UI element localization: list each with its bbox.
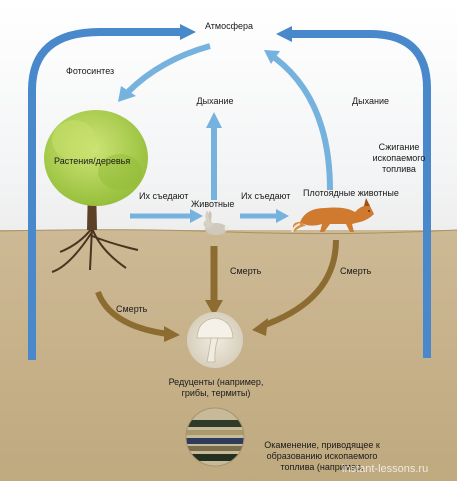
predator-respiration-arrow xyxy=(264,50,333,191)
eaten-label-2: Их съедают xyxy=(241,191,291,201)
animal-respiration-arrow xyxy=(206,112,222,200)
watermark: instant-lessons.ru xyxy=(342,463,429,475)
death-arrow-predators xyxy=(252,239,339,336)
tree-illustration xyxy=(44,110,148,273)
fox-illustration xyxy=(291,198,374,233)
death-predators-label: Смерть xyxy=(340,266,372,276)
decomposers-label: Редуценты (например, грибы, термиты) xyxy=(168,377,264,398)
death-plants-label: Смерть xyxy=(116,304,148,314)
photosynthesis-label: Фотосинтез xyxy=(66,66,115,76)
eaten-arrow-plants xyxy=(130,209,203,223)
fossil-burning-label: Сжигание ископаемого топлива xyxy=(372,142,426,174)
left-emission-arrow xyxy=(28,24,196,360)
death-animals-label: Смерть xyxy=(230,266,262,276)
fossilization-label: Окаменение, приводящее к образованию иск… xyxy=(264,440,380,472)
death-arrow-animals xyxy=(205,246,223,316)
animals-label: Животные xyxy=(191,199,235,209)
predators-label: Плотоядные животные xyxy=(303,188,399,198)
atmosphere-label: Атмосфера xyxy=(204,21,254,31)
decomposer-circle xyxy=(187,312,243,368)
mushroom-icon xyxy=(196,317,234,363)
predator-respiration-label: Дыхание xyxy=(352,96,389,106)
animal-respiration-label: Дыхание xyxy=(196,96,234,106)
eaten-label-1: Их съедают xyxy=(139,191,189,201)
rock-strata-icon xyxy=(185,407,245,467)
fossil-burning-arrow xyxy=(276,26,431,358)
death-arrow-plants xyxy=(95,290,180,342)
eaten-arrow-animals xyxy=(240,209,289,223)
rabbit-illustration xyxy=(203,211,230,235)
photosynthesis-arrow xyxy=(118,43,211,102)
plants-label: Растения/деревья xyxy=(54,156,131,166)
ground-line xyxy=(0,229,457,235)
